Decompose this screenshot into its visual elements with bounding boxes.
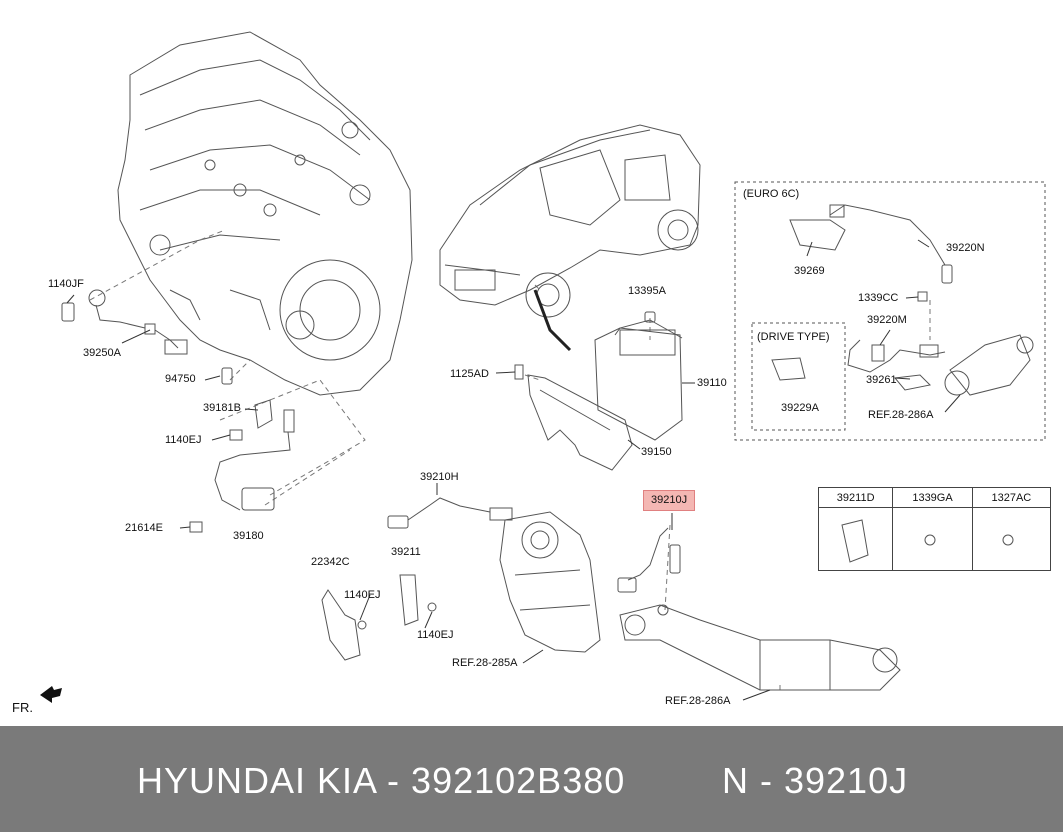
euro-parts <box>771 204 1034 396</box>
label-39180[interactable]: 39180 <box>233 530 264 542</box>
label-39261[interactable]: 39261 <box>866 374 897 386</box>
diagram-drawing <box>40 31 1046 703</box>
footer-part-number: HYUNDAI KIA - 392102B380 <box>137 760 626 801</box>
ecu-assembly <box>514 311 683 471</box>
label-front: FR. <box>12 700 33 715</box>
label-22342c[interactable]: 22342C <box>311 556 350 568</box>
exhaust-pipe <box>619 604 901 691</box>
euro-6c-title: (EURO 6C) <box>743 188 800 200</box>
knock-sensor-39250a <box>61 289 188 355</box>
label-39229a[interactable]: 39229A <box>781 402 819 414</box>
label-39210h[interactable]: 39210H <box>420 471 459 483</box>
label-ref-28-286a-euro[interactable]: REF.28-286A <box>868 409 934 421</box>
table-header-1327ac[interactable]: 1327AC <box>971 487 1052 508</box>
label-39250a[interactable]: 39250A <box>83 347 121 359</box>
label-1140ej-c[interactable]: 1140EJ <box>417 629 454 641</box>
oxygen-sensor-39210j <box>617 527 681 593</box>
label-1140ej-a[interactable]: 1140EJ <box>165 434 202 446</box>
camshaft-sensor-39180 <box>189 399 295 533</box>
label-39150[interactable]: 39150 <box>641 446 672 458</box>
catalytic-converter <box>499 511 601 653</box>
label-1140ej-b[interactable]: 1140EJ <box>344 589 381 601</box>
label-39181b[interactable]: 39181B <box>203 402 241 414</box>
engine-block <box>117 31 413 396</box>
drive-type-title: (DRIVE TYPE) <box>757 331 830 343</box>
label-1125ad[interactable]: 1125AD <box>450 368 489 380</box>
label-1339cc[interactable]: 1339CC <box>858 292 899 304</box>
table-cell-1327ac-image <box>971 507 1052 571</box>
bracket-22342c <box>321 574 437 661</box>
label-39220m[interactable]: 39220M <box>867 314 907 326</box>
footer-banner: HYUNDAI KIA - 392102B380 N - 39210J <box>0 726 1063 832</box>
label-21614e[interactable]: 21614E <box>125 522 163 534</box>
oxygen-sensor-39210h <box>387 497 513 529</box>
table-header-39211d[interactable]: 39211D <box>817 487 894 508</box>
label-39210j-highlighted[interactable]: 39210J <box>643 490 696 511</box>
label-ref-28-285a[interactable]: REF.28-285A <box>452 657 518 669</box>
table-cell-39211d-image <box>817 507 894 571</box>
label-39220n[interactable]: 39220N <box>946 242 985 254</box>
label-ref-28-286a[interactable]: REF.28-286A <box>665 695 731 707</box>
footer-reference: N - 39210J <box>722 760 909 801</box>
label-1140jf[interactable]: 1140JF <box>48 278 84 290</box>
label-39269[interactable]: 39269 <box>794 265 825 277</box>
table-header-1339ga[interactable]: 1339GA <box>892 487 973 508</box>
parts-diagram: 1140JF 39250A 94750 39181B 1140EJ 21614E… <box>12 31 1052 715</box>
euro-6c-box <box>734 181 1046 441</box>
label-94750[interactable]: 94750 <box>165 373 196 385</box>
table-cell-1339ga-image <box>892 507 973 571</box>
drive-type-box <box>751 322 846 431</box>
label-39211[interactable]: 39211 <box>391 546 421 558</box>
small-parts-table: 39211D 1339GA 1327AC <box>817 487 1052 571</box>
vehicle-illustration <box>439 124 701 352</box>
label-39110[interactable]: 39110 <box>697 377 727 389</box>
front-arrow-icon <box>40 686 62 703</box>
label-13395a[interactable]: 13395A <box>628 285 666 297</box>
